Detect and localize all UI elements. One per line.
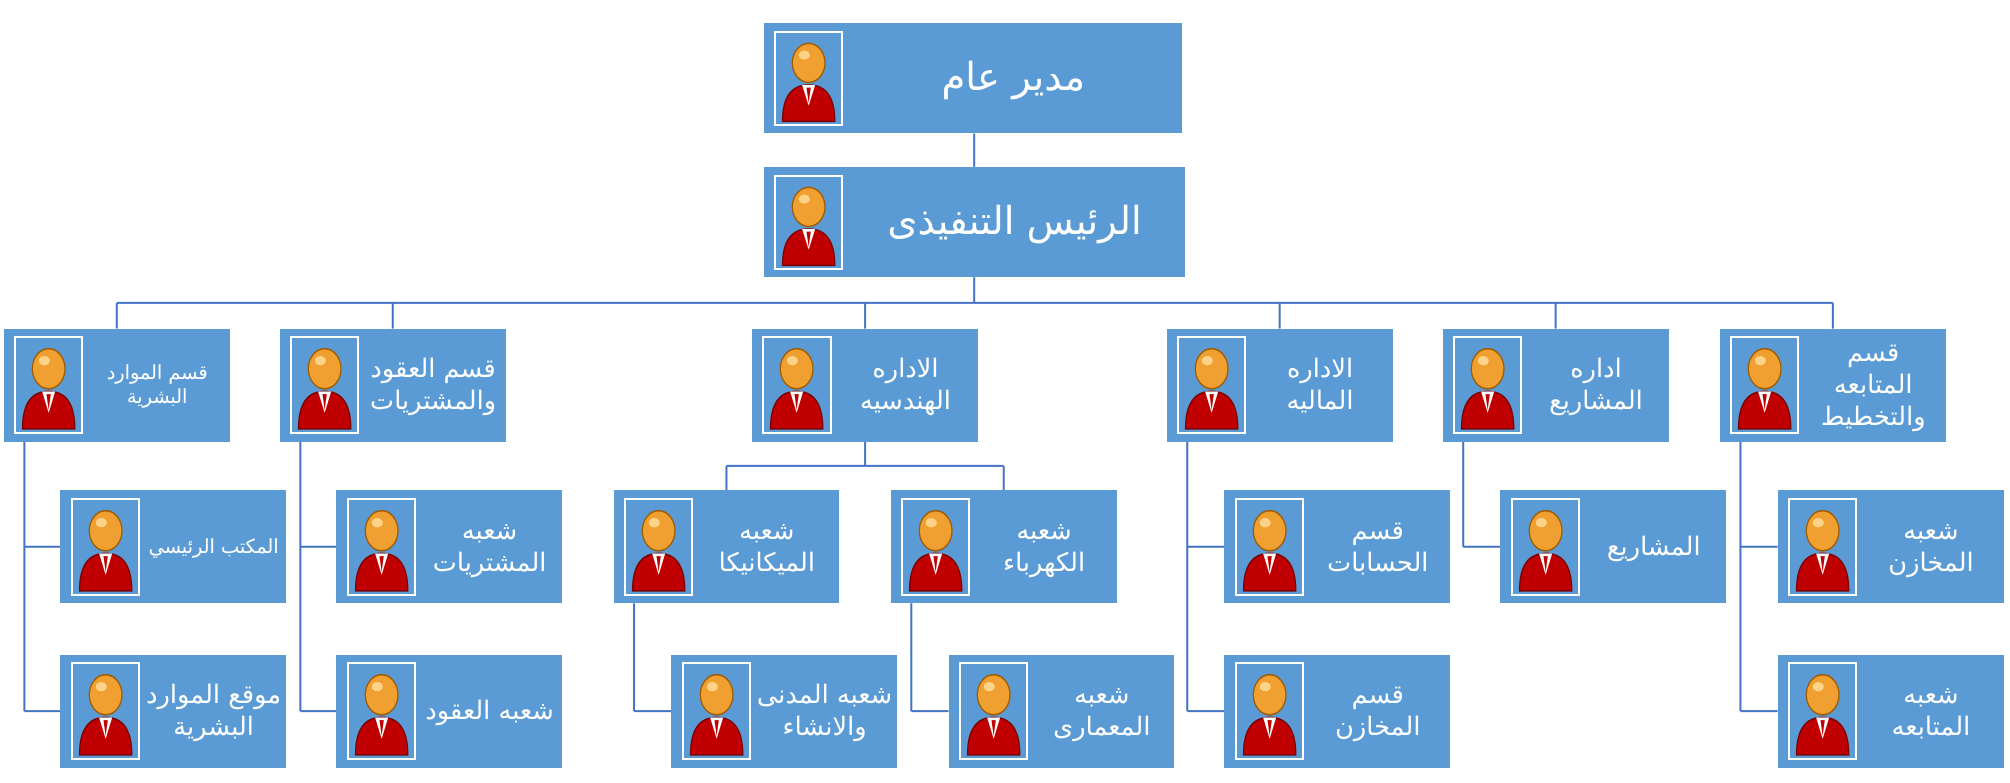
org-box-architecture-div: شعبه المعمارى [948,654,1175,768]
org-box-followup-div: شعبه المتابعه [1777,654,2004,768]
org-box-contracts-div: شعبه العقود [336,654,563,768]
person-avatar-icon [290,336,360,434]
org-box-general-manager: مدير عام [763,23,1183,134]
org-box-mechanics-div: شعبه الميكانيكا [613,490,840,604]
person-avatar-icon [1787,497,1858,596]
person-avatar-icon [762,336,832,434]
org-box-followup-dept: قسم المتابعه والتخطيط [1719,328,1946,442]
org-box-hr-site: موقع الموارد البشرية [60,654,287,768]
org-box-electric-div: شعبه الكهرباء [890,490,1117,604]
org-box-hr-dept: قسم الموارد البشرية [3,328,230,442]
org-box-purchases-div: شعبه المشتريات [336,490,563,604]
org-box-label: شعبه المعمارى [1053,679,1151,743]
org-box-stores-dept: قسم المخازن [1224,654,1451,768]
org-box-projects-admin: اداره المشاريع [1442,328,1669,442]
person-avatar-icon [901,497,971,596]
org-box-label: الاداره الماليه [1286,353,1354,417]
person-avatar-icon [1510,497,1580,596]
org-box-label: قسم المتابعه والتخطيط [1820,337,1926,433]
org-box-label: قسم الموارد البشرية [106,360,208,409]
person-avatar-icon [1452,336,1523,434]
org-box-label: شعبه العقود [425,696,554,727]
org-box-label: شعبه الميكانيكا [718,515,815,578]
org-box-label: اداره المشاريع [1549,353,1643,417]
org-box-projects: المشاريع [1500,490,1727,604]
org-box-label: شعبه المتابعه [1891,679,1971,743]
org-box-main-office: المكتب الرئيسي [60,490,287,604]
org-box-civil-div: شعبه المدنى والانشاء [671,654,898,768]
org-box-stores-div: شعبه المخازن [1777,490,2004,604]
org-box-contracts-dept: قسم العقود والمشتريات [279,328,506,442]
org-box-label: المكتب الرئيسي [148,534,279,558]
org-box-engineering-admin: الاداره الهندسيه [752,328,979,442]
person-avatar-icon [346,497,416,596]
person-avatar-icon [773,174,844,270]
person-avatar-icon [1176,336,1247,434]
org-box-label: شعبه المشتريات [432,515,547,578]
person-avatar-icon [346,662,416,760]
org-box-label: قسم الحسابات [1327,515,1429,578]
person-avatar-icon [70,662,140,760]
org-box-label: المشاريع [1606,531,1701,562]
org-box-label: قسم المخازن [1335,679,1421,743]
person-avatar-icon [958,662,1029,760]
person-avatar-icon [1234,662,1305,760]
person-avatar-icon [773,30,844,126]
person-avatar-icon [1234,497,1305,596]
org-box-ceo: الرئيس التنفيذى [763,166,1185,278]
person-avatar-icon [681,662,751,760]
org-box-label: مدير عام [941,55,1086,101]
org-box-accounts-dept: قسم الحسابات [1224,490,1451,604]
org-box-label: شعبه المدنى والانشاء [756,679,893,743]
person-avatar-icon [1730,336,1800,434]
person-avatar-icon [14,336,84,434]
org-box-label: الاداره الهندسيه [859,353,951,417]
org-box-label: قسم العقود والمشتريات [370,353,497,417]
org-box-label: موقع الموارد البشرية [146,679,282,743]
person-avatar-icon [1787,662,1858,760]
person-avatar-icon [70,497,140,596]
org-box-label: الرئيس التنفيذى [887,198,1142,244]
org-box-finance-admin: الاداره الماليه [1166,328,1393,442]
person-avatar-icon [623,497,694,596]
org-box-label: شعبه المخازن [1888,515,1974,578]
org-box-label: شعبه الكهرباء [1003,515,1086,578]
